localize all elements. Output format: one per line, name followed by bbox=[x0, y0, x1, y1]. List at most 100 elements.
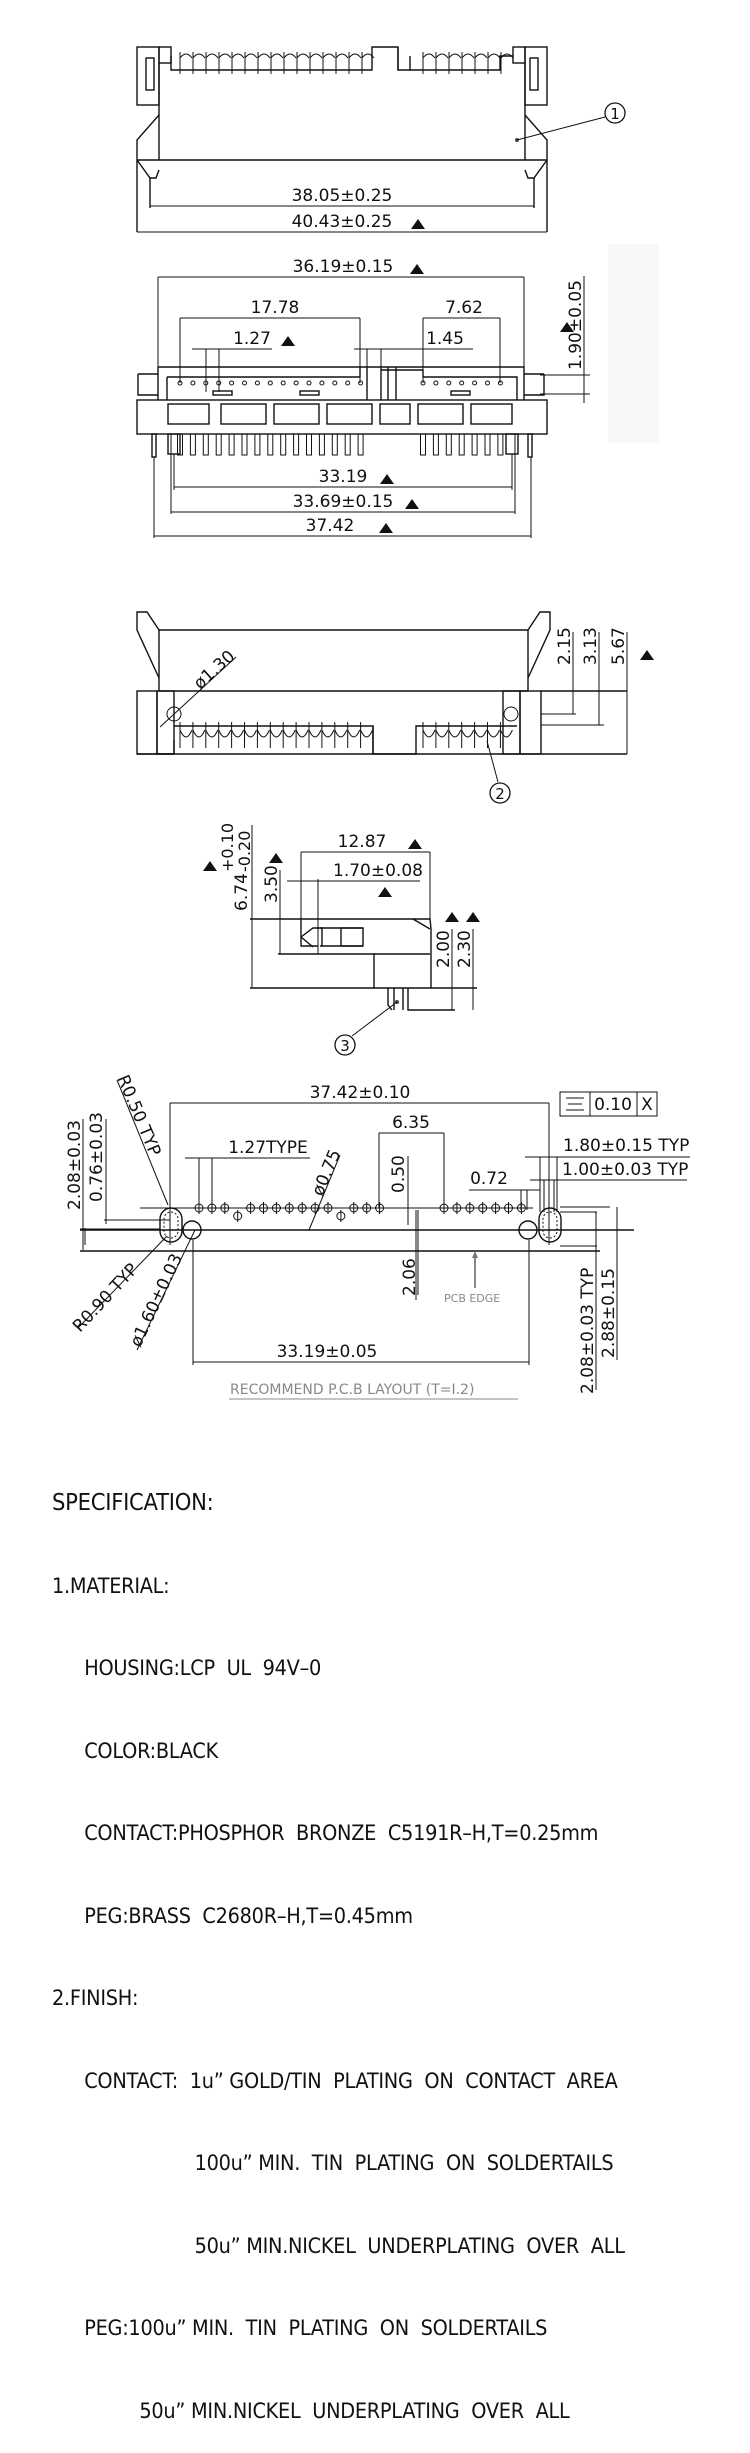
dim-2-00: 2.00 bbox=[434, 930, 454, 968]
tolerance-frame: 0.10 X bbox=[559, 1091, 658, 1117]
pin-hole bbox=[497, 380, 503, 386]
pin-hole bbox=[345, 380, 351, 386]
contact-spring bbox=[435, 53, 449, 59]
pin-hole bbox=[190, 380, 196, 386]
dim-33-19: 33.19 bbox=[319, 467, 368, 487]
solder-tail bbox=[432, 433, 439, 456]
solder-tail bbox=[458, 433, 465, 456]
pcb-slot-left bbox=[159, 1207, 183, 1243]
solder-tail bbox=[215, 433, 222, 456]
solder-tail bbox=[445, 433, 452, 456]
contact-spring bbox=[192, 729, 206, 738]
pin-hole bbox=[420, 380, 426, 386]
solder-tail bbox=[318, 433, 325, 456]
spec-line: HOUSING:LCP UL 94V–0 bbox=[84, 1656, 322, 1680]
contact-spring bbox=[422, 729, 436, 738]
spec-line: CONTACT: 1u” GOLD/TIN PLATING ON CONTACT… bbox=[84, 2068, 618, 2093]
pcb-slot-right bbox=[538, 1207, 562, 1243]
spec-line: 2.FINISH: bbox=[52, 1986, 139, 2010]
solder-tail bbox=[280, 433, 287, 456]
bottom-contacts bbox=[179, 722, 513, 748]
contact-spring bbox=[283, 53, 297, 59]
balloon-3 bbox=[334, 1034, 356, 1056]
contact-spring bbox=[322, 53, 336, 59]
dim-inner-width: 38.05±0.25 bbox=[292, 186, 393, 206]
spec-line: PEG:BRASS C2680R–H,T=0.45mm bbox=[84, 1903, 413, 1928]
solder-tail bbox=[471, 433, 478, 456]
pcb-edge-label: PCB EDGE bbox=[444, 1292, 500, 1305]
pcb-dim-2-08: 2.08±0.03 bbox=[65, 1120, 85, 1210]
pin-hole bbox=[485, 380, 490, 386]
front-view: 36.19±0.15 17.78 7.62 1.27 1.45 1.90±0.0… bbox=[136, 257, 590, 538]
dim-6-74: 6.74 bbox=[232, 873, 252, 911]
top-contacts bbox=[179, 52, 514, 74]
contact-spring bbox=[334, 729, 348, 738]
pin-hole bbox=[472, 380, 478, 386]
dim-17-78: 17.78 bbox=[251, 298, 300, 318]
dim-hole-1-30: ø1.30 bbox=[190, 647, 239, 694]
solder-tail bbox=[497, 433, 504, 456]
pcb-dim-6-35: 6.35 bbox=[392, 1113, 430, 1133]
solder-tail bbox=[306, 433, 312, 456]
solder-tail bbox=[357, 433, 364, 456]
front-pins bbox=[177, 380, 504, 456]
contact-spring bbox=[308, 729, 322, 738]
dim-5-67: 5.67 bbox=[609, 627, 629, 665]
contact-spring bbox=[474, 53, 488, 59]
specification-block: SPECIFICATION: 1.MATERIAL: HOUSING:LCP U… bbox=[52, 1435, 625, 2453]
pin-hole bbox=[242, 380, 247, 386]
contact-spring bbox=[335, 53, 349, 59]
pcb-dim-slot-length: 1.80±0.15 TYP bbox=[563, 1136, 689, 1156]
pin-hole bbox=[433, 380, 439, 386]
balloon-1 bbox=[604, 102, 626, 124]
contact-spring bbox=[179, 53, 193, 59]
dim-2-30: 2.30 bbox=[455, 930, 475, 968]
dim-37-42: 37.42 bbox=[306, 516, 355, 536]
contact-spring bbox=[499, 729, 513, 738]
dim-3-50: 3.50 bbox=[262, 865, 282, 903]
contact-spring bbox=[282, 729, 296, 738]
contact-spring bbox=[474, 729, 488, 738]
contact-spring bbox=[461, 729, 475, 738]
pin-hole bbox=[267, 380, 273, 386]
pcb-dim-hole: ø1.60±0.03 bbox=[126, 1251, 187, 1350]
connector-drawing: 1 38.05±0.25 40.43±0.25 36.19±0.15 17.78… bbox=[65, 46, 690, 1400]
dim-1-70: 1.70±0.08 bbox=[333, 861, 423, 881]
pcb-pads bbox=[194, 1202, 526, 1222]
contact-spring bbox=[205, 729, 219, 738]
solder-tail bbox=[331, 433, 338, 456]
pcb-layout: 37.42±0.10 0.10 X R0.50 TYP 2.08±0.03 0.… bbox=[65, 1072, 690, 1400]
contact-spring bbox=[270, 53, 284, 59]
solder-tail bbox=[228, 433, 235, 456]
pin-hole bbox=[446, 380, 452, 386]
solder-tail bbox=[420, 433, 426, 456]
solder-tail bbox=[202, 433, 209, 456]
dim-7-62: 7.62 bbox=[445, 298, 483, 318]
pcb-dim-2-08-typ: 2.08±0.03 TYP bbox=[578, 1268, 598, 1394]
tolerance-value: 0.10 bbox=[594, 1095, 632, 1115]
dim-6-74-tol-minus: -0.20 bbox=[235, 831, 254, 872]
pcb-dim-37-42: 37.42±0.10 bbox=[310, 1083, 411, 1103]
pcb-dim-0-76: 0.76±0.03 bbox=[87, 1112, 107, 1202]
dim-1-27: 1.27 bbox=[233, 329, 271, 349]
contact-spring bbox=[487, 53, 501, 59]
dim-6-74-tol-plus: +0.10 bbox=[218, 823, 237, 872]
contact-spring bbox=[347, 729, 361, 738]
balloon-2-label: 2 bbox=[495, 785, 505, 803]
contact-spring bbox=[348, 53, 362, 59]
contact-spring bbox=[500, 53, 514, 59]
contact-spring bbox=[231, 53, 245, 59]
bottom-view: ø1.30 2.15 3.13 5.67 2 bbox=[136, 611, 654, 804]
contact-spring bbox=[309, 53, 323, 59]
pcb-dim-2-88: 2.88±0.15 bbox=[599, 1268, 619, 1358]
spec-title: SPECIFICATION: bbox=[52, 1490, 214, 1516]
solder-tail bbox=[267, 433, 274, 456]
pcb-hole-left bbox=[182, 1220, 202, 1240]
contact-spring bbox=[487, 729, 500, 738]
pin-hole bbox=[203, 380, 209, 386]
pin-hole bbox=[177, 380, 183, 386]
pcb-dim-33-19: 33.19±0.05 bbox=[277, 1342, 378, 1362]
contact-spring bbox=[244, 729, 257, 738]
contact-spring bbox=[269, 729, 283, 738]
balloon-2 bbox=[489, 782, 511, 804]
